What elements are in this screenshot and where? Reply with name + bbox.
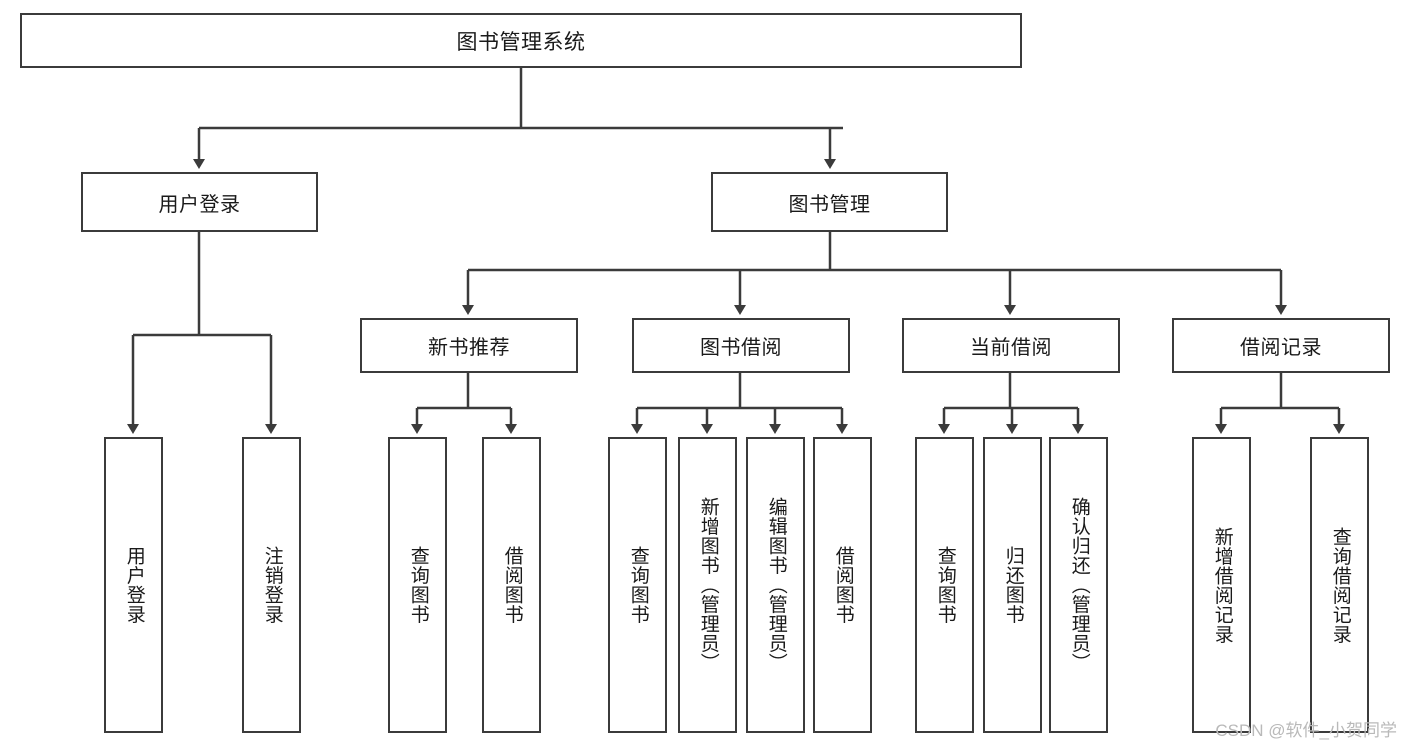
node-borrow-record[interactable]: 借阅记录 (1172, 318, 1390, 373)
leaf-node-label: 查询借阅记录 (1329, 526, 1351, 644)
leaf-node-label: 借阅图书 (501, 546, 523, 624)
node-book-borrow[interactable]: 图书借阅 (632, 318, 850, 373)
node-user-login-label: 用户登录 (158, 193, 241, 216)
leaf-node[interactable]: 借阅图书 (482, 437, 541, 733)
node-book-borrow-label: 图书借阅 (700, 337, 782, 359)
node-book-management[interactable]: 图书管理 (711, 172, 948, 232)
leaf-node-label: 新增借阅记录 (1211, 526, 1233, 644)
leaf-node-label: 查询图书 (627, 546, 649, 624)
leaf-node-label: 确认归还（管理员） (1068, 497, 1090, 673)
leaf-node[interactable]: 查询图书 (388, 437, 447, 733)
leaf-node[interactable]: 注销登录 (242, 437, 301, 733)
leaf-node[interactable]: 查询图书 (915, 437, 974, 733)
leaf-node[interactable]: 查询图书 (608, 437, 667, 733)
node-current-borrow-label: 当前借阅 (970, 337, 1052, 359)
node-new-book-recommend[interactable]: 新书推荐 (360, 318, 578, 373)
leaf-node[interactable]: 用户登录 (104, 437, 163, 733)
node-borrow-record-label: 借阅记录 (1240, 337, 1322, 359)
leaf-node[interactable]: 确认归还（管理员） (1049, 437, 1108, 733)
node-user-login[interactable]: 用户登录 (81, 172, 318, 232)
leaf-node[interactable]: 新增借阅记录 (1192, 437, 1251, 733)
leaf-node-label: 借阅图书 (832, 546, 854, 624)
node-new-book-recommend-label: 新书推荐 (428, 337, 510, 359)
leaf-node-label: 查询图书 (934, 546, 956, 624)
node-root-label: 图书管理系统 (456, 30, 586, 54)
leaf-node-label: 用户登录 (123, 546, 145, 624)
leaf-node[interactable]: 新增图书（管理员） (678, 437, 737, 733)
leaf-node-label: 查询图书 (407, 546, 429, 624)
leaf-node-label: 注销登录 (261, 546, 283, 624)
node-root[interactable]: 图书管理系统 (20, 13, 1022, 68)
node-book-management-label: 图书管理 (788, 193, 871, 216)
leaf-node-label: 归还图书 (1002, 546, 1024, 624)
leaf-node[interactable]: 查询借阅记录 (1310, 437, 1369, 733)
watermark: CSDN @软件_小贺同学 (1215, 721, 1397, 740)
leaf-node[interactable]: 归还图书 (983, 437, 1042, 733)
leaf-node-label: 新增图书（管理员） (697, 497, 719, 673)
leaf-node-label: 编辑图书（管理员） (765, 497, 787, 673)
leaf-node[interactable]: 编辑图书（管理员） (746, 437, 805, 733)
node-current-borrow[interactable]: 当前借阅 (902, 318, 1120, 373)
leaf-node[interactable]: 借阅图书 (813, 437, 872, 733)
